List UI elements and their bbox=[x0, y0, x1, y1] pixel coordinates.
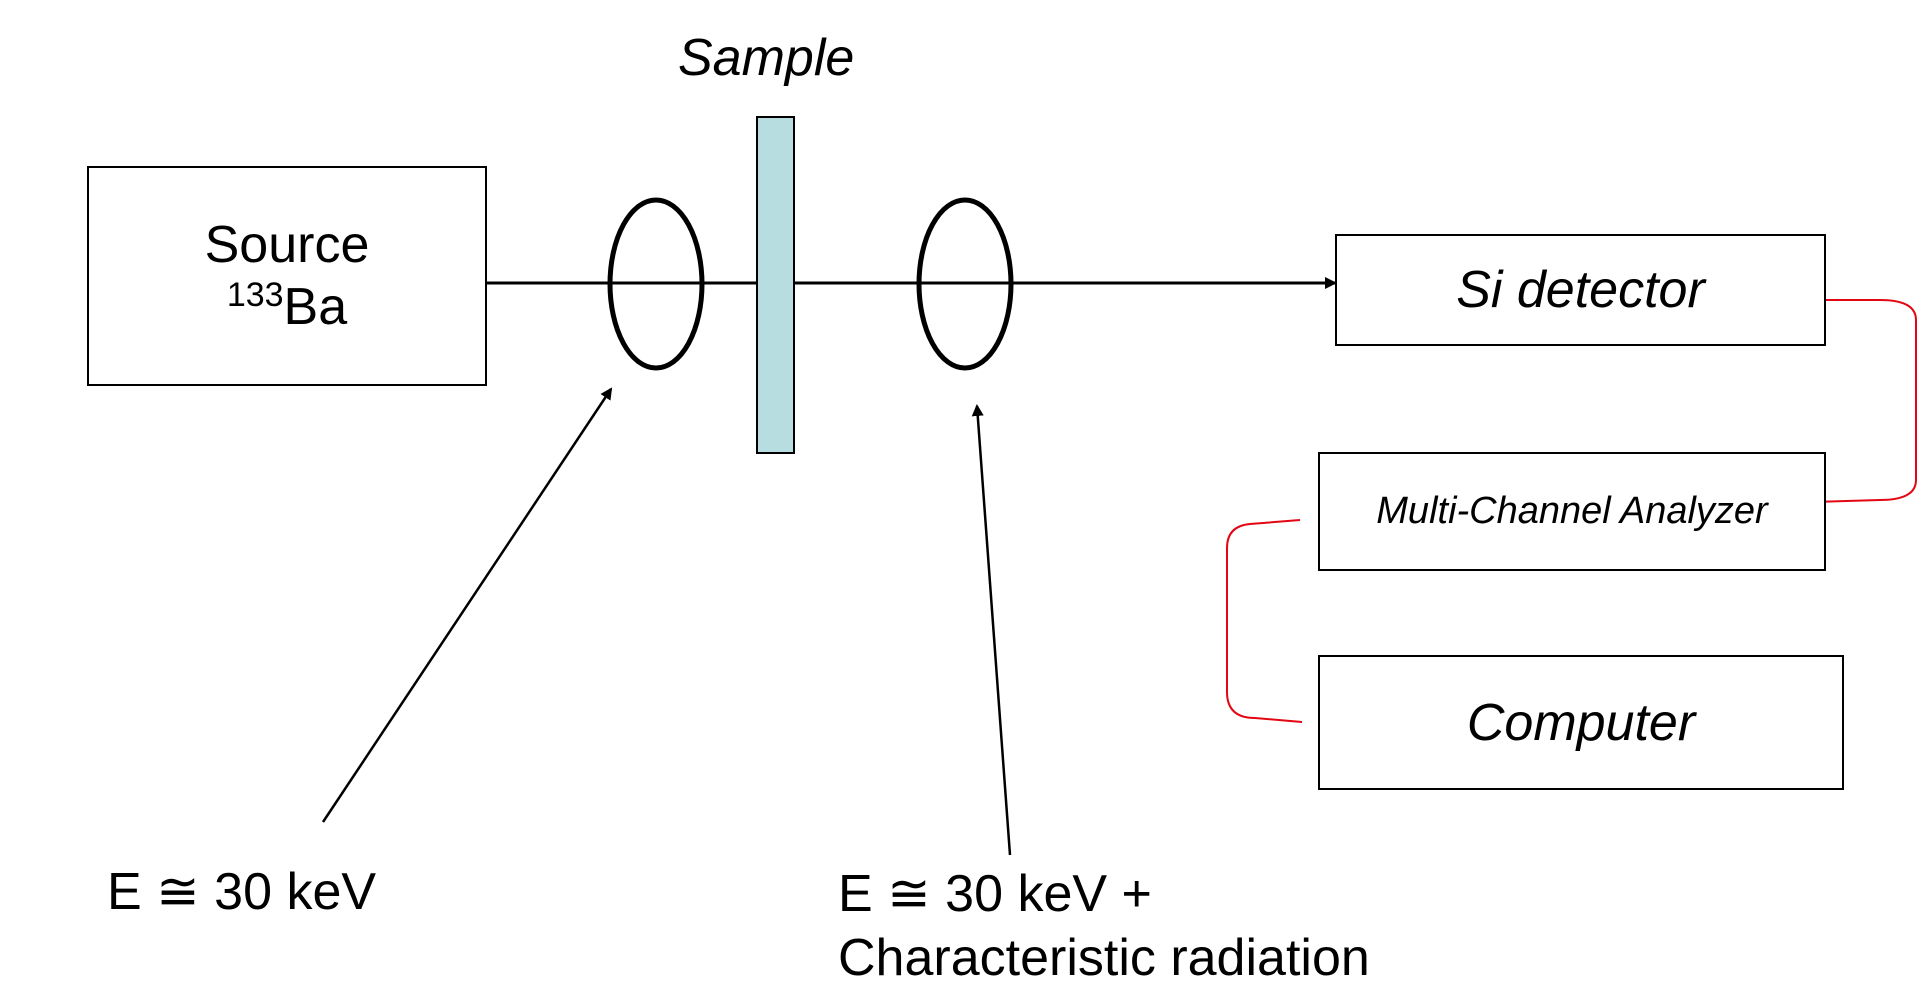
sample-label: Sample bbox=[678, 29, 855, 87]
isotope-symbol: Ba bbox=[283, 278, 348, 336]
transmitted-beam-ring bbox=[916, 197, 1014, 371]
transmitted-energy-relation: ≅ bbox=[887, 865, 931, 923]
incident-energy-label: E ≅ 30 keV bbox=[107, 862, 376, 922]
incident-energy-relation: ≅ bbox=[156, 863, 200, 921]
source-isotope: 133Ba bbox=[205, 276, 370, 338]
computer-label: Computer bbox=[1466, 693, 1696, 752]
incident-beam-ring bbox=[607, 197, 705, 371]
transmitted-energy-value: 30 keV + bbox=[945, 865, 1152, 923]
source-label: Source bbox=[204, 215, 370, 274]
transmitted-energy-line1: E ≅ 30 keV + bbox=[838, 862, 1370, 926]
incident-energy-symbol: E bbox=[107, 863, 142, 921]
sample-slab bbox=[756, 116, 795, 454]
transmitted-energy-line2: Characteristic radiation bbox=[838, 929, 1370, 988]
si-detector-label: Si detector bbox=[1456, 261, 1705, 319]
mca-label: Multi-Channel Analyzer bbox=[1376, 490, 1768, 532]
transmitted-energy-symbol: E bbox=[838, 865, 873, 923]
source-box: Source 133Ba bbox=[87, 166, 487, 386]
si-detector-box: Si detector bbox=[1335, 234, 1826, 346]
detector-mca-cable bbox=[1812, 299, 1917, 503]
computer-box: Computer bbox=[1318, 655, 1844, 790]
mca-box: Multi-Channel Analyzer bbox=[1318, 452, 1826, 571]
mca-computer-cable bbox=[1226, 519, 1303, 723]
transmitted-energy-label: E ≅ 30 keV + Characteristic radiation bbox=[838, 862, 1370, 991]
incident-pointer-arrow bbox=[321, 387, 613, 823]
isotope-mass-number: 133 bbox=[226, 276, 284, 314]
incident-energy-value: 30 keV bbox=[214, 863, 377, 921]
transmitted-pointer-arrow bbox=[971, 404, 1012, 856]
